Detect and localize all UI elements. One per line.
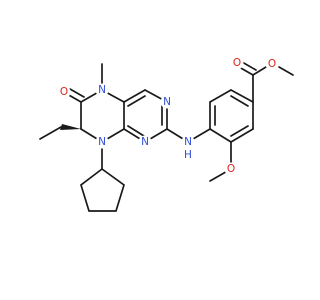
atom-o-carbonyl: O — [57, 85, 71, 99]
bond-ester-o-ch3 — [278, 66, 294, 76]
atom-n8: N — [95, 135, 109, 149]
atom-o-methoxy: O — [224, 162, 238, 176]
bond-b3-b4-double — [230, 95, 249, 107]
bond-b5-b6-double — [230, 125, 249, 137]
bond-c4a-c4-double — [127, 95, 146, 107]
bond-ester-co-double — [241, 61, 257, 71]
o-carbonyl-label: O — [60, 86, 68, 98]
wedge-bond-c7-ethyl — [60, 124, 81, 130]
n8-label: N — [98, 136, 106, 148]
o-ester-single-label: O — [268, 58, 276, 70]
bond-c6-o-double — [69, 88, 85, 98]
nh-h-label: H — [184, 149, 192, 161]
atom-nh: N H — [181, 135, 195, 161]
bond-ester-co — [238, 66, 254, 76]
atom-o-ester-double: O — [230, 56, 244, 70]
molecule-diagram: N N N N N H O O O O — [39, 56, 294, 212]
bond-c4a-c4 — [123, 89, 146, 103]
bond-b6-b1 — [209, 128, 232, 143]
bond-b3-b4 — [230, 89, 254, 103]
atom-n5: N — [95, 83, 109, 97]
nh-n-label: N — [184, 136, 192, 148]
structure-svg: N N N N N H O O O O — [39, 56, 294, 212]
n3-label: N — [163, 96, 171, 108]
atom-n3: N — [160, 95, 174, 109]
bond-b5-b6 — [230, 128, 254, 143]
o-ester-double-label: O — [233, 57, 241, 69]
bond-ethyl-ch3 — [39, 126, 62, 140]
n1-label: N — [141, 136, 149, 148]
bond-b2-b3 — [209, 89, 232, 103]
o-methoxy-label: O — [227, 163, 235, 175]
atom-n1: N — [138, 135, 152, 149]
n5-label: N — [98, 84, 106, 96]
bond-n1-c8a-double — [127, 125, 145, 137]
cyclopentyl-ring — [80, 167, 125, 212]
atom-o-ester-single: O — [265, 57, 279, 71]
bond-ester-o — [252, 66, 267, 76]
